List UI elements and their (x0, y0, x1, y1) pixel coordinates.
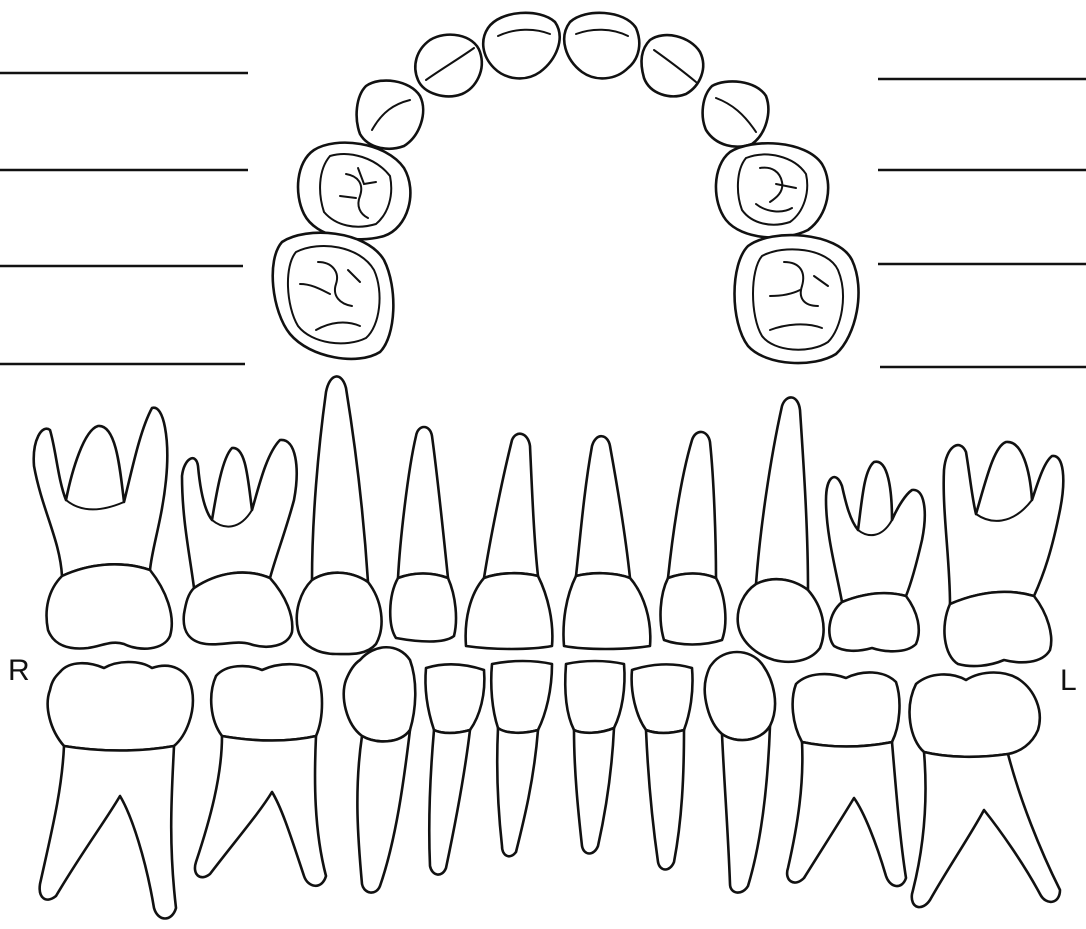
upper-lateral-incisor-left (661, 432, 726, 645)
occlusal-canine-right (357, 81, 424, 149)
upper-canine-left (738, 397, 824, 661)
lower-central-incisor-left (565, 661, 624, 854)
occlusal-arch (273, 13, 859, 363)
lower-second-molar-right (40, 662, 193, 919)
blank-lines-right (0, 73, 248, 364)
occlusal-second-molar-left (735, 235, 859, 363)
upper-first-molar-left (826, 462, 925, 652)
lower-central-incisor-right (491, 661, 552, 856)
upper-second-molar-right (34, 408, 172, 649)
occlusal-central-incisor-left (564, 13, 639, 79)
lower-canine-left (705, 652, 775, 893)
lower-lateral-incisor-right (425, 664, 484, 874)
upper-canine-right (297, 376, 382, 654)
upper-central-incisor-left (564, 436, 651, 649)
occlusal-central-incisor-right (483, 13, 559, 79)
upper-teeth (34, 376, 1064, 666)
side-label-right: R (8, 654, 30, 687)
upper-lateral-incisor-right (390, 427, 456, 642)
upper-second-molar-left (944, 442, 1064, 666)
occlusal-lateral-incisor-right (415, 35, 481, 97)
side-label-left: L (1060, 664, 1077, 697)
blank-lines-left (878, 79, 1086, 367)
lower-first-molar-right (195, 664, 326, 886)
occlusal-second-molar-right (273, 233, 394, 359)
upper-central-incisor-right (466, 434, 553, 649)
lower-first-molar-left (787, 672, 906, 886)
lower-teeth (40, 647, 1060, 918)
occlusal-canine-left (703, 81, 769, 146)
occlusal-first-molar-right (298, 143, 410, 240)
occlusal-first-molar-left (716, 143, 828, 237)
lower-lateral-incisor-left (632, 664, 693, 869)
upper-first-molar-right (182, 440, 297, 647)
lower-canine-right (344, 647, 416, 892)
lower-second-molar-left (910, 673, 1060, 908)
occlusal-lateral-incisor-left (642, 35, 704, 96)
